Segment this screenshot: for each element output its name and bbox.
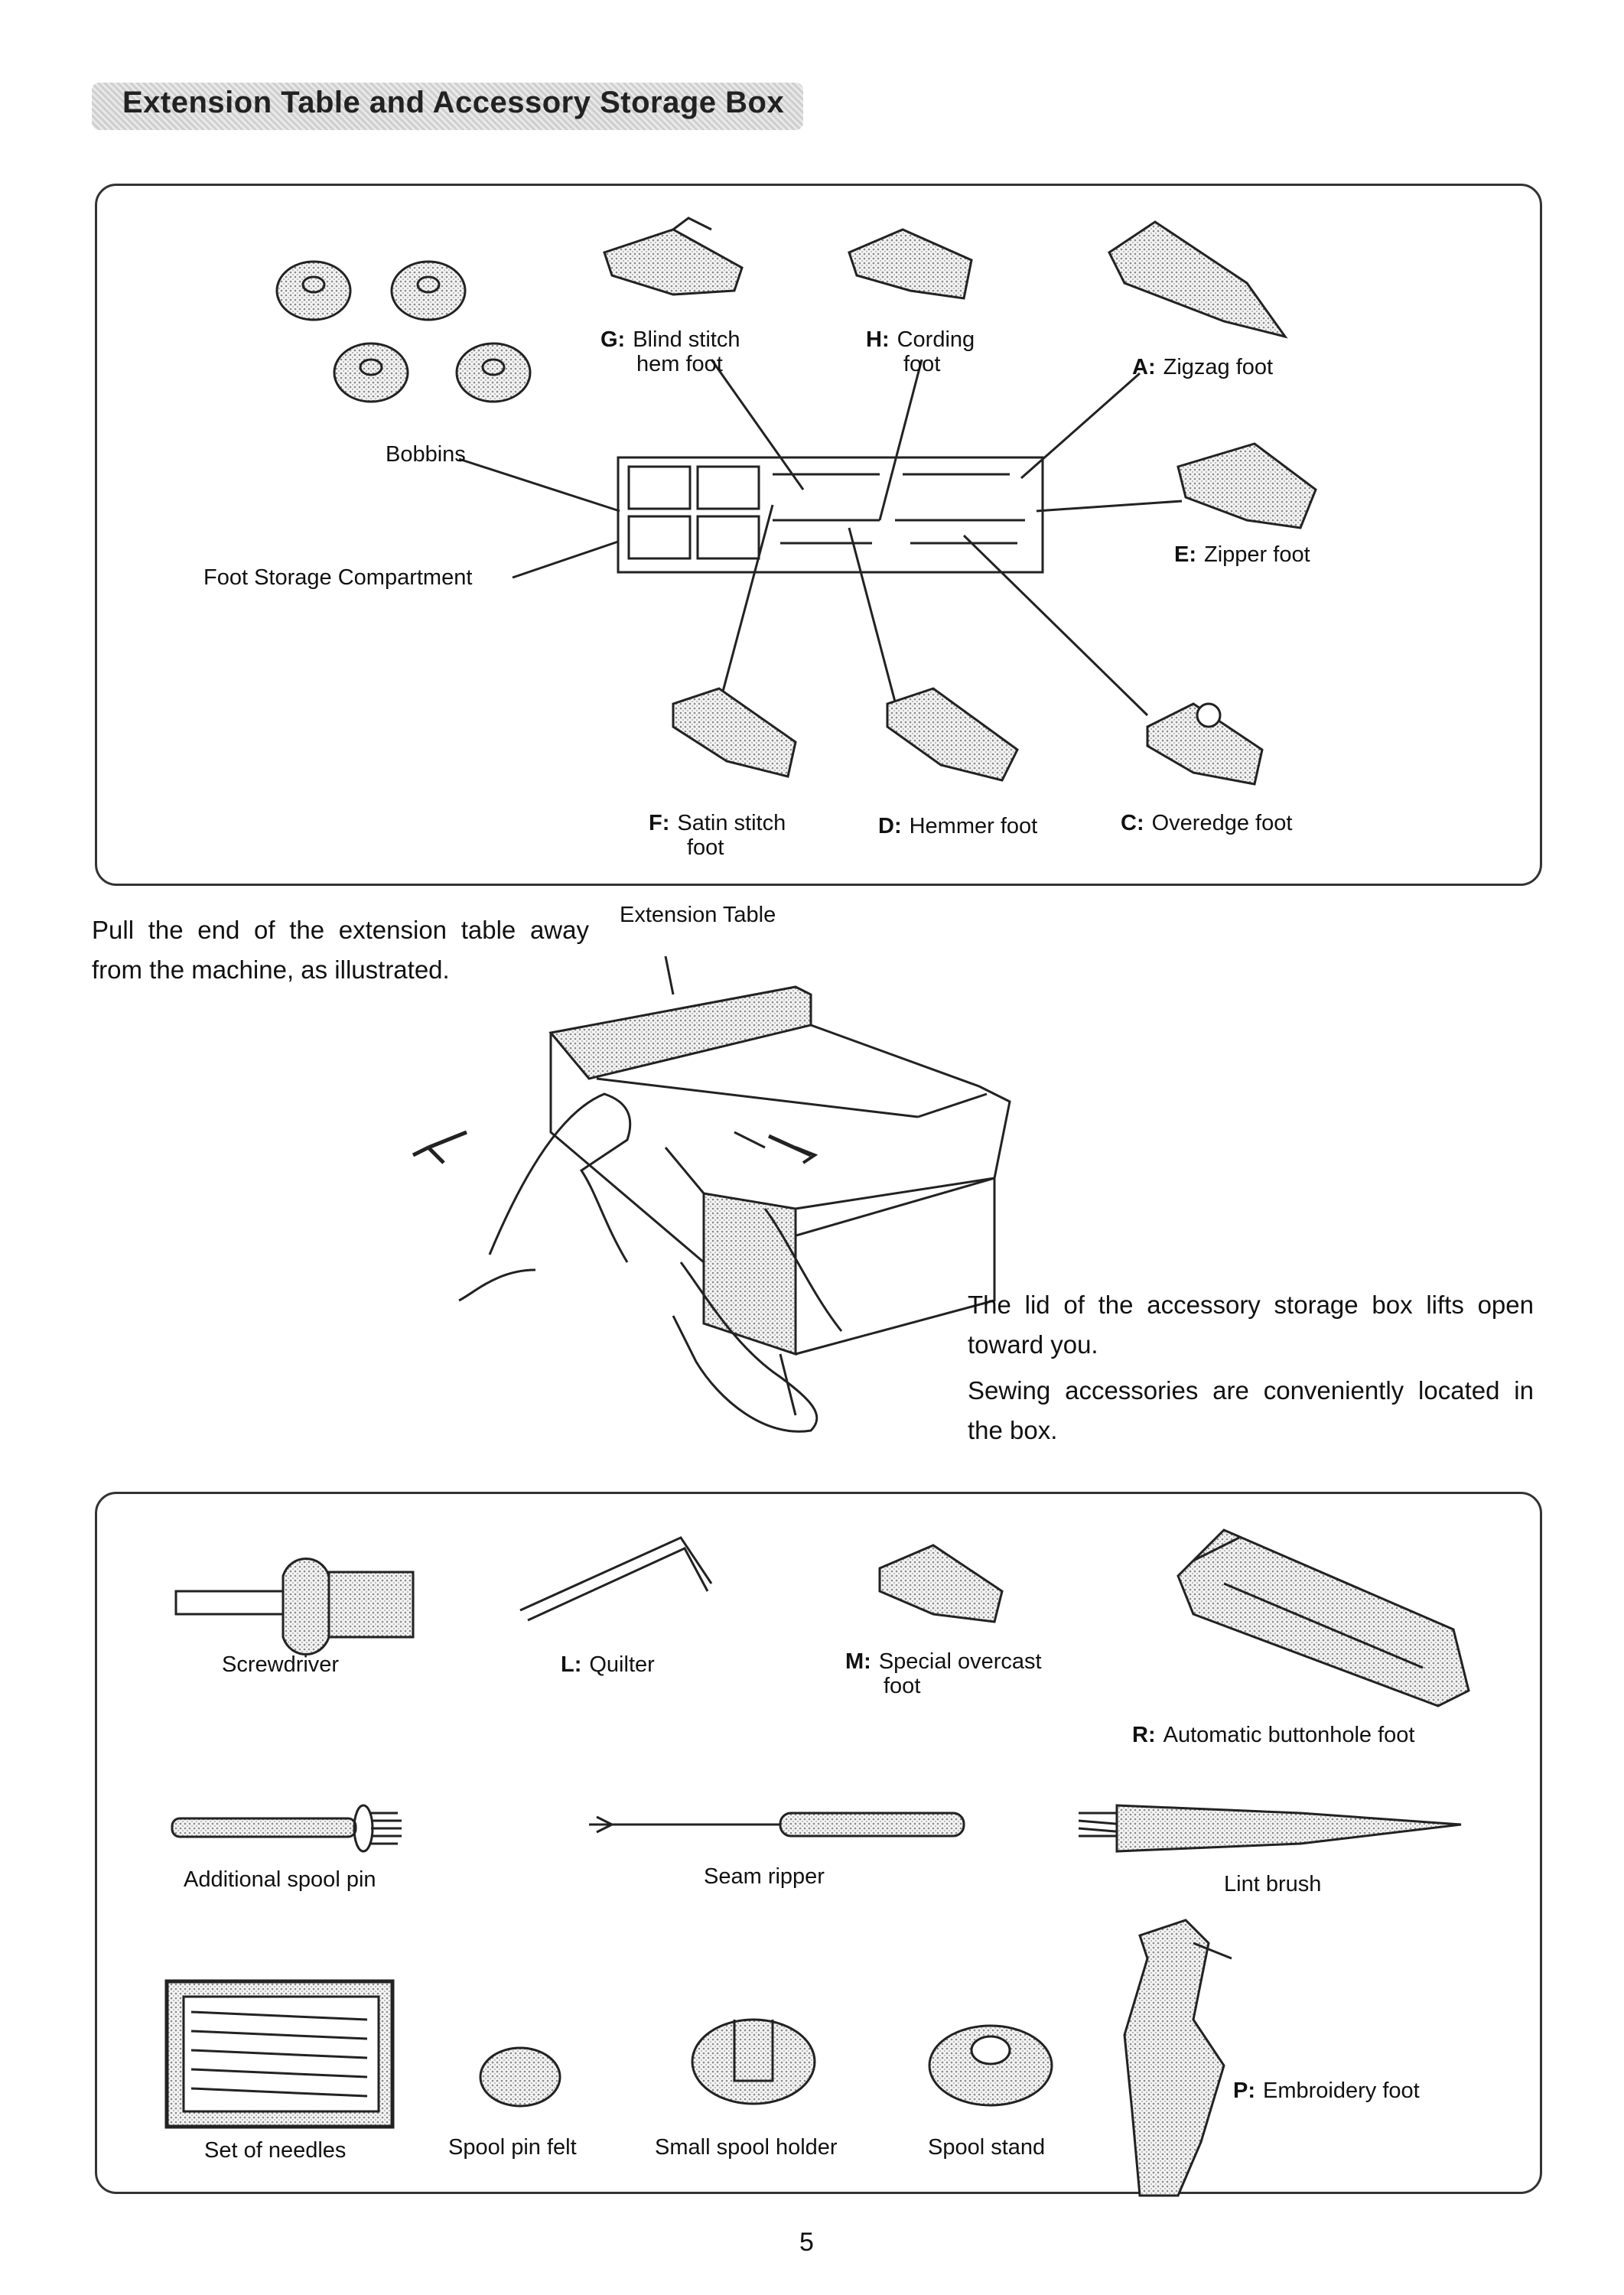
foot-f-line1: Satin stitch [677,811,786,835]
accessories-panel [95,1492,1542,2194]
foot-r-illustration [1177,1528,1470,1707]
set-of-needles-illustration [164,1979,395,2129]
extension-table-label: Extension Table [620,903,776,927]
foot-f-line2: foot [687,835,724,860]
foot-storage-compartment-label: Foot Storage Compartment [203,565,473,590]
additional-spool-pin-label: Additional spool pin [184,1867,376,1892]
presser-feet-panel [95,184,1542,886]
bobbin-illustration [275,260,532,403]
foot-m-line1: Special overcast [878,1649,1042,1674]
foot-r-line1: Automatic buttonhole foot [1163,1723,1415,1747]
page-title: Extension Table and Accessory Storage Bo… [122,86,785,119]
foot-a-letter: A: [1132,355,1156,379]
bobbins-label: Bobbins [386,442,466,467]
foot-d-illustration [886,687,1019,782]
foot-e-illustration [1177,442,1317,529]
foot-e-letter: E: [1174,542,1196,567]
foot-h-letter: H: [866,327,890,352]
small-spool-holder-illustration [691,2018,816,2105]
screwdriver-label: Screwdriver [222,1652,340,1677]
foot-c-illustration [1146,702,1264,786]
small-spool-holder-label: Small spool holder [655,2135,838,2160]
foot-a-line1: Zigzag foot [1163,355,1274,379]
page-number: 5 [799,2228,814,2257]
foot-h-label: H: Cording [866,327,975,352]
foot-c-line1: Overedge foot [1151,811,1293,835]
accessories-note: Sewing accessories are conveniently loca… [968,1376,1534,1444]
foot-r-letter: R: [1132,1723,1156,1747]
foot-m-label: M: Special overcast [845,1649,1042,1674]
quilter-text: Quilter [589,1652,655,1677]
foot-g-letter: G: [600,327,626,352]
seam-ripper-label: Seam ripper [704,1864,825,1889]
foot-e-line1: Zipper foot [1204,542,1310,567]
spool-stand-illustration [928,2024,1053,2107]
foot-g-line2: hem foot [636,352,723,376]
additional-spool-pin-illustration [171,1804,402,1853]
foot-a-label: A: Zigzag foot [1132,355,1273,379]
foot-d-letter: D: [878,814,902,838]
screwdriver-illustration [174,1558,415,1655]
spool-pin-felt-label: Spool pin felt [448,2135,577,2160]
foot-g-line1: Blind stitch [633,327,740,352]
foot-p-line1: Embroidery foot [1263,2079,1420,2103]
foot-h-line1: Cording [897,327,975,352]
foot-h-illustration [848,228,973,300]
lint-brush-illustration [1078,1804,1462,1853]
foot-h-line2: foot [903,352,941,376]
foot-p-label: P: Embroidery foot [1233,2079,1420,2103]
foot-g-illustration [603,216,744,296]
quilter-letter: L: [561,1652,582,1677]
extension-table-illustration [548,955,1011,1356]
foot-m-line2: foot [884,1674,921,1698]
foot-m-illustration [878,1544,1004,1623]
foot-p-illustration [1123,1919,1232,2197]
foot-storage-compartment-illustration [617,456,1044,574]
foot-p-letter: P: [1233,2079,1255,2103]
lid-instruction: The lid of the accessory storage box lif… [968,1291,1534,1359]
foot-d-line1: Hemmer foot [909,814,1038,838]
lint-brush-label: Lint brush [1224,1872,1322,1896]
pull-instruction: Pull the end of the extension table away… [92,916,589,984]
foot-g-label: G: Blind stitch [600,327,740,352]
set-of-needles-label: Set of needles [204,2138,347,2163]
foot-e-label: E: Zipper foot [1174,542,1310,567]
spool-pin-felt-illustration [479,2046,561,2108]
foot-r-label: R: Automatic buttonhole foot [1132,1723,1415,1747]
spool-stand-label: Spool stand [928,2135,1046,2160]
foot-m-letter: M: [845,1649,871,1674]
quilter-label: L: Quilter [561,1652,655,1677]
title-band [92,83,803,130]
hands-illustration [412,1092,843,1433]
foot-c-letter: C: [1121,811,1144,835]
foot-f-label: F: Satin stitch [649,811,786,835]
quilter-illustration [519,1536,713,1622]
foot-c-label: C: Overedge foot [1121,811,1292,835]
foot-d-label: D: Hemmer foot [878,814,1037,838]
foot-f-illustration [672,687,797,778]
seam-ripper-illustration [589,1812,965,1838]
foot-a-illustration [1108,220,1288,339]
foot-f-letter: F: [649,811,670,835]
